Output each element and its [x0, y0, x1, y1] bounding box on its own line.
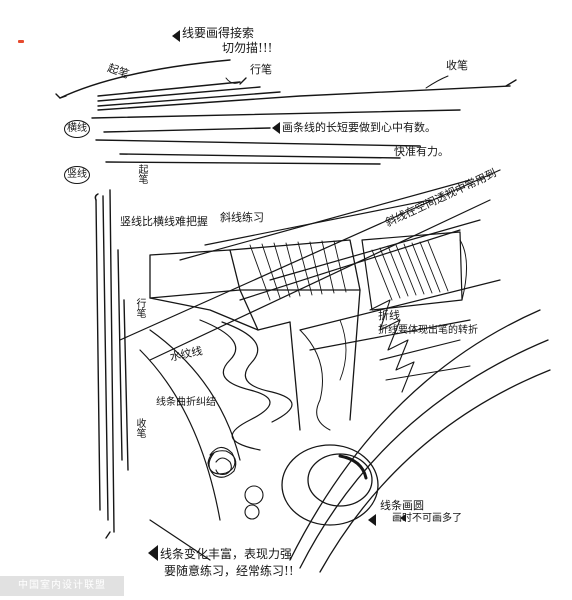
label-vertical-end: 收笔: [134, 418, 145, 438]
horizontal-tip: 画条线的长短要做到心中有数。: [282, 121, 436, 134]
horizontal-label: 横线: [64, 120, 90, 138]
label-vertical-start: 起笔: [136, 164, 147, 184]
vertical-hard-note: 竖线比横线难把握: [120, 215, 208, 228]
vertical-circle: 竖线: [64, 166, 90, 184]
bottom-heading-2: 要随意练习，经常练习!!: [164, 564, 294, 578]
circle-tip: 画时不可画多了: [392, 513, 462, 524]
label-stroke-move: 行笔: [250, 63, 272, 76]
diagonal-label: 斜线练习: [220, 211, 264, 224]
corner-mark: [18, 40, 24, 43]
horizontal-circle: 横线: [64, 120, 90, 138]
label-vertical-move: 行笔: [134, 298, 145, 318]
top-heading-2: 切勿描!!!: [222, 41, 273, 55]
vertical-lines: [94, 189, 129, 539]
horizontal-tip-2: 快准有力。: [394, 145, 449, 158]
paper-corner: [0, 0, 168, 40]
horizontal-lines: [55, 59, 517, 165]
fold-label: 折线: [378, 309, 400, 322]
wave-lines: [139, 319, 293, 561]
scribble-coil: [207, 446, 264, 520]
concentric-circles: [281, 444, 379, 526]
top-heading: 线要画得接索: [182, 26, 255, 40]
fold-lines: [369, 299, 471, 393]
annotation-markers: [148, 30, 406, 561]
fold-note: 折线要体现出笔的转折: [378, 325, 478, 336]
circle-note: 线条画圆: [380, 499, 424, 512]
watermark: 中国室内设计联盟: [0, 576, 124, 596]
perspective-block: [149, 239, 361, 431]
bottom-heading: 线条变化丰富，表现力强: [160, 547, 293, 561]
coil-note: 线条曲折纠结: [156, 397, 216, 408]
large-arcs: [289, 309, 551, 573]
label-stroke-end: 收笔: [446, 59, 468, 72]
vertical-label: 竖线: [64, 166, 90, 184]
hatched-panel: [361, 231, 467, 311]
